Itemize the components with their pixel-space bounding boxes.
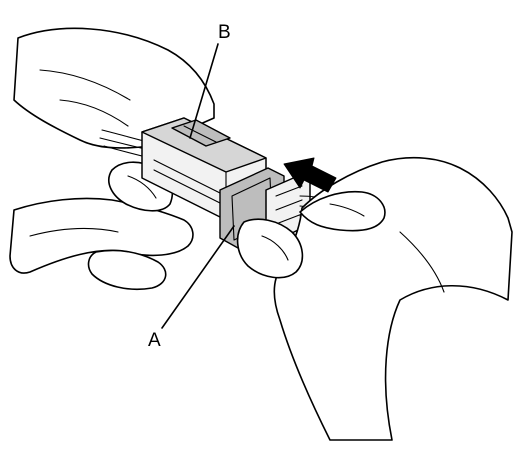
callout-label-b: B — [218, 22, 231, 43]
leader-line-a — [161, 225, 235, 329]
push-direction-arrow-icon — [283, 157, 337, 193]
left-hand — [9, 27, 215, 291]
leader-line-b — [189, 43, 219, 139]
leader-lines — [161, 43, 235, 329]
callout-label-a: A — [148, 330, 161, 351]
lock-tab-b — [171, 119, 231, 147]
right-hand — [236, 156, 513, 441]
